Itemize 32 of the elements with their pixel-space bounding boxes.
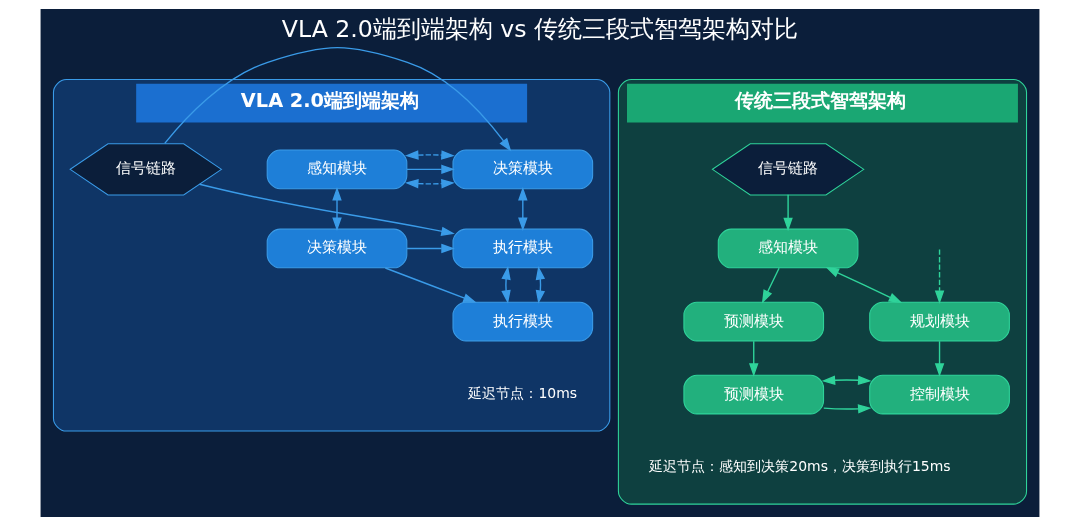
arrow (535, 265, 546, 304)
node-box: 控制模块 (869, 374, 1010, 414)
arrow (518, 186, 528, 231)
arrow (821, 375, 872, 385)
arrow (198, 183, 455, 236)
arrow (761, 267, 780, 304)
label: 延迟节点：感知到决策20ms，决策到执行15ms (649, 457, 951, 474)
node-box: 执行模块 (452, 301, 594, 341)
node-box: 规划模块 (869, 301, 1010, 341)
node-box: 预测模块 (683, 374, 825, 414)
arrow (501, 265, 511, 304)
arrow (384, 266, 477, 303)
label: 延迟节点：10ms (468, 384, 578, 401)
node-box: 感知模块 (717, 228, 859, 268)
arrow (406, 243, 455, 253)
arrow (825, 266, 903, 303)
arrow (934, 248, 945, 304)
arrow (823, 403, 872, 414)
node-box: 预测模块 (683, 301, 825, 341)
arrow (749, 340, 759, 377)
arrow (164, 46, 512, 152)
node-box: 执行模块 (452, 228, 594, 268)
arrow (404, 149, 455, 160)
arrow (404, 178, 455, 188)
node-box: 决策模块 (266, 228, 408, 268)
arrow (783, 193, 793, 231)
node-box: 决策模块 (452, 149, 594, 189)
arrow (934, 340, 945, 377)
diagram-title: VLA 2.0端到端架构 vs 传统三段式智驾架构对比 (281, 14, 799, 42)
arrow (406, 164, 455, 174)
arrow (332, 186, 342, 231)
node-box: 感知模块 (266, 149, 408, 189)
